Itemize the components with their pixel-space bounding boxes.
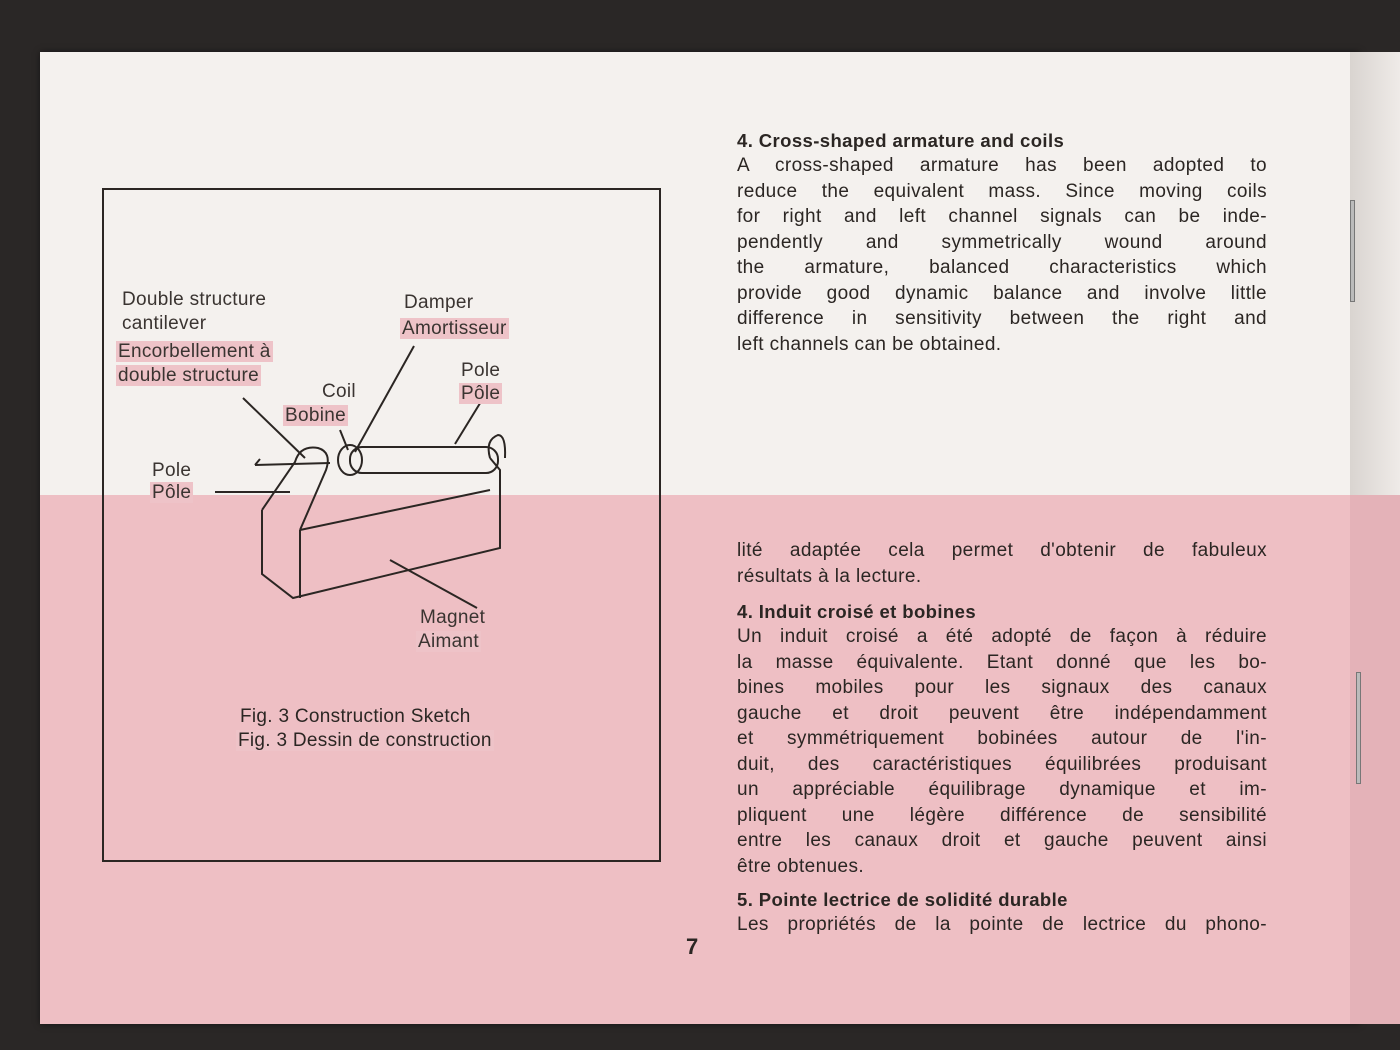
left-pole-piece xyxy=(261,446,329,531)
coil-damper xyxy=(337,444,363,476)
section-heading: 4. Cross-shaped armature and coils xyxy=(737,130,1065,151)
label-damper-en: Damper xyxy=(404,292,474,313)
label-text: Aimant xyxy=(416,631,481,652)
text-line: lité adaptée cela permet d'obtenir de fa… xyxy=(737,540,1267,561)
pink-half xyxy=(40,495,1360,1024)
figure-box xyxy=(102,188,661,862)
staple xyxy=(1356,672,1361,784)
text-line: Un induit croisé a été adopté de façon à… xyxy=(737,626,1267,647)
text-line: duit, des caractéristiques équilibrées p… xyxy=(737,753,1267,775)
label-line: Double structure xyxy=(122,289,267,310)
label-line: double structure xyxy=(116,365,262,386)
text-line: A cross-shaped armature has been adopted… xyxy=(737,155,1267,176)
cantilever xyxy=(254,458,331,466)
french-section: lité adaptée cela permet d'obtenir de fa… xyxy=(737,538,1267,938)
magnet-body xyxy=(261,457,501,600)
label-pole-right-fr: Pôle xyxy=(459,382,503,406)
text-line: bines mobiles pour les signaux des canau… xyxy=(737,677,1267,698)
text-line: être obtenues. xyxy=(737,855,865,877)
paragraph: lité adaptée cela permet d'obtenir de fa… xyxy=(737,538,1267,589)
paragraph: A cross-shaped armature has been adopted… xyxy=(737,153,1267,357)
text-line: the armature, balanced characteristics w… xyxy=(737,257,1267,278)
label-line: Encorbellement à xyxy=(116,341,273,362)
paragraph: Un induit croisé a été adopté de façon à… xyxy=(737,624,1267,879)
text-line: pliquent une légère différence de sensib… xyxy=(737,804,1267,826)
label-line: cantilever xyxy=(122,313,207,334)
text-line: résultats à la lecture. xyxy=(737,565,922,587)
label-magnet-fr: Aimant xyxy=(416,630,481,654)
text-line: entre les canaux droit et gauche peuvent… xyxy=(737,830,1267,851)
label-magnet-en: Magnet xyxy=(420,607,486,628)
section-heading: 4. Induit croisé et bobines xyxy=(737,601,977,622)
label-pole-left-en: Pole xyxy=(152,460,192,481)
right-pole-rod xyxy=(349,446,499,474)
text-line: reduce the equivalent mass. Since moving… xyxy=(737,180,1267,202)
figure-caption-en: Fig. 3 Construction Sketch xyxy=(240,706,471,727)
label-text: Pôle xyxy=(150,482,194,503)
label-coil-en: Coil xyxy=(322,381,356,402)
text-line: la masse équivalente. Etant donné que le… xyxy=(737,651,1267,673)
section-heading: 5. Pointe lectrice de solidité durable xyxy=(737,889,1068,910)
label-coil-fr: Bobine xyxy=(283,404,348,428)
text-line: pendently and symmetrically wound around xyxy=(737,231,1267,253)
label-text: Fig. 3 Dessin de construction xyxy=(236,730,494,751)
text-line: et symmétriquement bobinées autour de l'… xyxy=(737,728,1267,749)
label-cantilever-en: Double structure cantilever xyxy=(122,288,266,336)
text-line: left channels can be obtained. xyxy=(737,333,1002,355)
text-line: un appréciable équilibrage dynamique et … xyxy=(737,779,1267,800)
text-line: provide good dynamic balance and involve… xyxy=(737,282,1267,304)
label-text: Amortisseur xyxy=(400,318,509,339)
label-text: Pôle xyxy=(459,383,503,404)
paragraph: Les propriétés de la pointe de lectrice … xyxy=(737,912,1267,938)
label-pole-right-en: Pole xyxy=(461,360,501,381)
text-line: difference in sensitivity between the ri… xyxy=(737,308,1267,329)
page-number: 7 xyxy=(686,934,699,959)
staple xyxy=(1350,200,1355,302)
text-line: for right and left channel signals can b… xyxy=(737,206,1267,227)
text-line: gauche et droit peuvent être indépendamm… xyxy=(737,702,1267,724)
text-line: Les propriétés de la pointe de lectrice … xyxy=(737,914,1267,935)
label-pole-left-fr: Pôle xyxy=(150,481,194,505)
figure-caption-fr: Fig. 3 Dessin de construction xyxy=(236,729,494,753)
label-damper-fr: Amortisseur xyxy=(400,317,509,341)
english-section: 4. Cross-shaped armature and coils A cro… xyxy=(737,128,1267,357)
label-cantilever-fr: Encorbellement à double structure xyxy=(116,340,273,388)
label-text: Bobine xyxy=(283,405,348,426)
